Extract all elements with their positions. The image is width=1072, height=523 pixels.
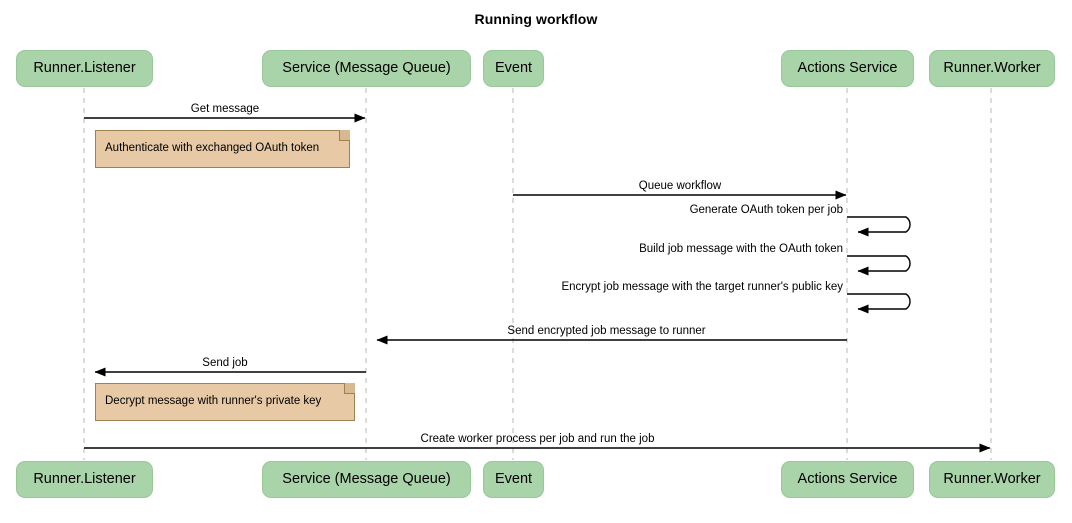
message-arrows-group: [84, 113, 991, 453]
participant-footer-message-queue[interactable]: Service (Message Queue): [262, 461, 471, 498]
message-label-send-job: Send job: [202, 357, 248, 369]
participant-label: Runner.Listener: [33, 471, 136, 488]
message-label-get-message: Get message: [190, 103, 260, 115]
self-message-encrypt-job-msg[interactable]: [847, 293, 911, 314]
note-decrypt[interactable]: Decrypt message with runner's private ke…: [95, 383, 355, 421]
participant-label: Runner.Listener: [33, 60, 136, 77]
note-authenticate[interactable]: Authenticate with exchanged OAuth token: [95, 130, 350, 168]
participant-label: Event: [494, 60, 533, 77]
message-label-generate-token: Generate OAuth token per job: [689, 204, 843, 216]
participant-label: Runner.Worker: [943, 60, 1041, 77]
participant-footer-actions-service[interactable]: Actions Service: [781, 461, 914, 498]
note-fold-corner-icon: [339, 130, 350, 141]
note-label: Decrypt message with runner's private ke…: [105, 395, 322, 408]
participant-header-message-queue[interactable]: Service (Message Queue): [262, 50, 471, 87]
self-message-build-job-msg[interactable]: [847, 255, 911, 276]
self-message-generate-token[interactable]: [847, 216, 911, 237]
note-fold-corner-icon: [344, 383, 355, 394]
participant-label: Actions Service: [797, 60, 898, 77]
page-title: Running workflow: [474, 11, 598, 27]
message-label-send-encrypted: Send encrypted job message to runner: [507, 325, 706, 337]
participant-footer-runner-listener[interactable]: Runner.Listener: [16, 461, 153, 498]
participant-header-event[interactable]: Event: [483, 50, 544, 87]
message-label-encrypt-job-msg: Encrypt job message with the target runn…: [561, 281, 843, 293]
note-label: Authenticate with exchanged OAuth token: [105, 142, 320, 155]
participant-label: Service (Message Queue): [282, 60, 451, 77]
participant-header-runner-listener[interactable]: Runner.Listener: [16, 50, 153, 87]
participant-header-runner-worker[interactable]: Runner.Worker: [929, 50, 1055, 87]
participant-label: Actions Service: [797, 471, 898, 488]
participant-label: Runner.Worker: [943, 471, 1041, 488]
participant-footer-runner-worker[interactable]: Runner.Worker: [929, 461, 1055, 498]
message-label-build-job-msg: Build job message with the OAuth token: [639, 243, 843, 255]
message-label-queue-workflow: Queue workflow: [638, 180, 722, 192]
participant-header-actions-service[interactable]: Actions Service: [781, 50, 914, 87]
participant-label: Event: [494, 471, 533, 488]
participant-label: Service (Message Queue): [282, 471, 451, 488]
participant-footer-event[interactable]: Event: [483, 461, 544, 498]
lifelines-group: [83, 88, 992, 460]
message-label-create-worker: Create worker process per job and run th…: [420, 433, 655, 445]
